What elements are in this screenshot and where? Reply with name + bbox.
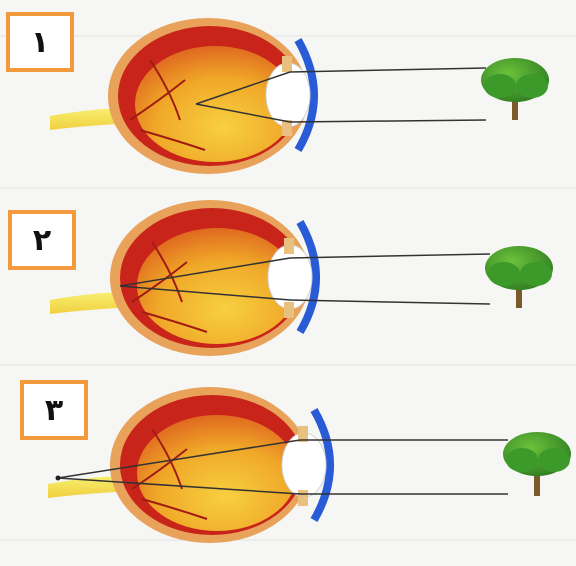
eye-panel-3	[48, 387, 571, 543]
eye-cross-section-icon	[50, 18, 314, 174]
panel-1-number: ١	[31, 25, 49, 60]
tree-icon	[503, 432, 571, 496]
panel-2-number-label: ٢	[8, 210, 76, 270]
eye-cross-section-icon	[48, 387, 330, 543]
panel-1-number-label: ١	[6, 12, 74, 72]
eye-panel-1	[50, 18, 549, 174]
tree-icon	[485, 246, 553, 308]
panel-3-number: ٣	[45, 393, 63, 428]
tree-icon	[481, 58, 549, 120]
eye-cross-section-icon	[50, 200, 316, 356]
focal-point	[56, 476, 61, 481]
eye-panel-2	[50, 200, 553, 356]
panel-3-number-label: ٣	[20, 380, 88, 440]
panel-2-number: ٢	[33, 223, 51, 258]
